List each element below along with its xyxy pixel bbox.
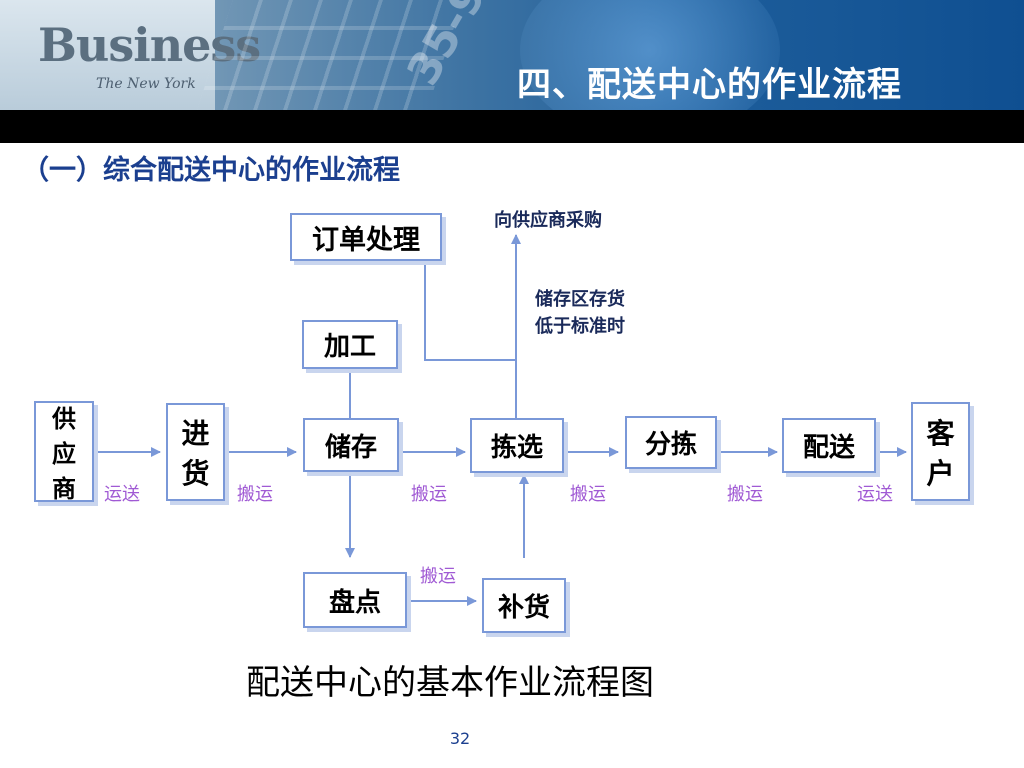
node-inventory-count: 盘点 <box>303 572 407 628</box>
edge-label-count-to-replenish: 搬运 <box>420 566 456 587</box>
node-inventory-count-label: 盘点 <box>328 587 381 618</box>
header-banner: Business The New York 35-9 四、配送中心的作业流程 <box>0 0 1024 110</box>
node-receiving-char-1: 进 <box>181 417 210 450</box>
edge-label-supplier-to-receiving: 运送 <box>104 484 140 505</box>
edge-label-storage-to-picking: 搬运 <box>411 484 447 505</box>
node-processing-label: 加工 <box>323 332 376 362</box>
node-processing: 加工 <box>302 320 398 369</box>
annotation-condition-line-1: 储存区存货 <box>535 289 625 310</box>
node-customer-char-1: 客 <box>926 416 955 450</box>
node-replenishment: 补货 <box>482 578 566 633</box>
node-delivery: 配送 <box>782 418 876 473</box>
node-order-processing-label: 订单处理 <box>312 224 420 256</box>
section-title: （一）综合配送中心的作业流程 <box>22 155 400 186</box>
node-replenishment-label: 补货 <box>497 593 550 623</box>
page-number: 32 <box>449 729 471 748</box>
node-picking-label: 拣选 <box>490 433 543 463</box>
node-delivery-label: 配送 <box>802 433 855 463</box>
node-receiving-char-2: 货 <box>181 457 210 490</box>
newspaper-image: Business The New York <box>0 0 261 110</box>
node-receiving: 进 货 <box>166 403 225 501</box>
node-sorting-label: 分拣 <box>644 430 697 460</box>
edge-label-receiving-to-storage: 搬运 <box>237 484 273 505</box>
node-supplier-char-3: 商 <box>52 475 76 503</box>
annotation-purchase: 向供应商采购 <box>494 210 602 231</box>
annotation-condition-line-2: 低于标准时 <box>535 316 625 337</box>
banner-glow <box>520 0 780 110</box>
header-divider-bar <box>0 110 1024 143</box>
slide-title: 四、配送中心的作业流程 <box>517 65 902 105</box>
edge-label-picking-to-sorting: 搬运 <box>570 484 606 505</box>
node-order-processing: 订单处理 <box>290 213 442 261</box>
node-customer: 客 户 <box>911 402 970 501</box>
node-supplier-char-1: 供 <box>52 405 76 433</box>
node-customer-char-2: 户 <box>926 456 955 490</box>
node-storage-label: 储存 <box>324 432 377 463</box>
line-order-to-picking <box>424 261 516 361</box>
diagram-caption: 配送中心的基本作业流程图 <box>246 663 654 703</box>
node-picking: 拣选 <box>470 418 564 473</box>
newspaper-masthead: Business <box>38 18 261 72</box>
node-supplier: 供 应 商 <box>34 401 94 503</box>
edge-label-sorting-to-delivery: 搬运 <box>727 484 763 505</box>
node-sorting: 分拣 <box>625 416 717 469</box>
newspaper-subtitle: The New York <box>96 76 196 92</box>
node-supplier-char-2: 应 <box>52 440 76 468</box>
node-storage: 储存 <box>303 418 399 472</box>
edge-label-delivery-to-customer: 运送 <box>857 484 893 505</box>
